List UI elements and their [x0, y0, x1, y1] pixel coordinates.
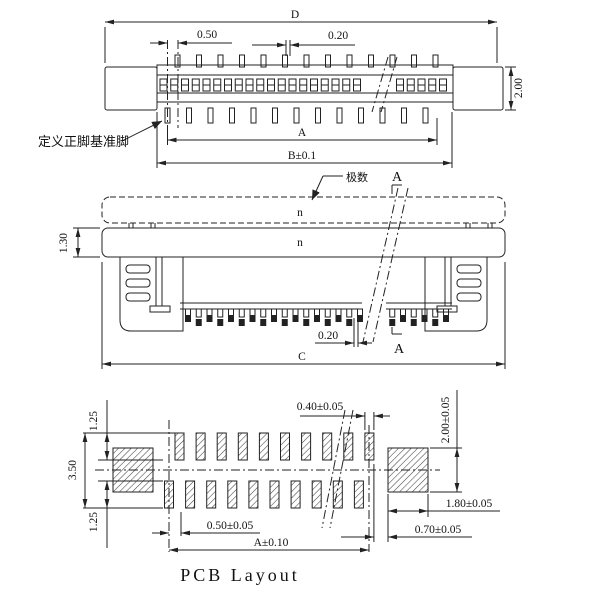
- dim-pin-stagger: 0.50: [197, 29, 217, 41]
- dim-end-height: 2.00: [513, 78, 525, 98]
- dim-anchor-gap: 0.70±0.05: [415, 524, 462, 536]
- dim-body-height: 1.30: [58, 233, 70, 253]
- drawing-geometry: [73, 19, 516, 553]
- dim-pad-width: 0.40±0.05: [297, 401, 344, 413]
- drawing-annotations: D 0.50 0.20 2.00 A B±0.1 定义正脚基准脚 极数 A n …: [38, 9, 525, 585]
- pcb-layout-title: PCB Layout: [180, 565, 300, 585]
- section-mark-a-bottom: A: [394, 342, 405, 357]
- dim-stagger-pitch: 0.50±0.05: [207, 520, 254, 532]
- dim-anchor-pad-height: 2.00±0.05: [440, 396, 452, 443]
- dim-anchor-pad-width: 1.80±0.05: [446, 498, 493, 510]
- dim-bottom-pad-length: 1.25: [88, 512, 100, 532]
- datum-pin-note: 定义正脚基准脚: [38, 134, 129, 149]
- dim-contact-gap-top: 0.20: [328, 30, 348, 42]
- dim-top-pad-length: 1.25: [88, 411, 100, 431]
- dim-overall-width-d: D: [291, 9, 299, 21]
- dim-body-width-b: B±0.1: [288, 150, 317, 162]
- section-mark-a-top: A: [392, 170, 403, 185]
- body-n-marker: n: [297, 237, 303, 249]
- poles-count-note: 极数: [346, 170, 368, 184]
- dim-pin-span-a: A: [298, 127, 307, 139]
- dim-pad-span: A±0.10: [254, 537, 289, 549]
- dim-lead-gap: 0.20: [318, 330, 338, 342]
- dim-row-span: 3.50: [67, 460, 79, 480]
- dim-overall-width-c: C: [298, 351, 306, 363]
- fpc-n-marker: n: [297, 207, 303, 219]
